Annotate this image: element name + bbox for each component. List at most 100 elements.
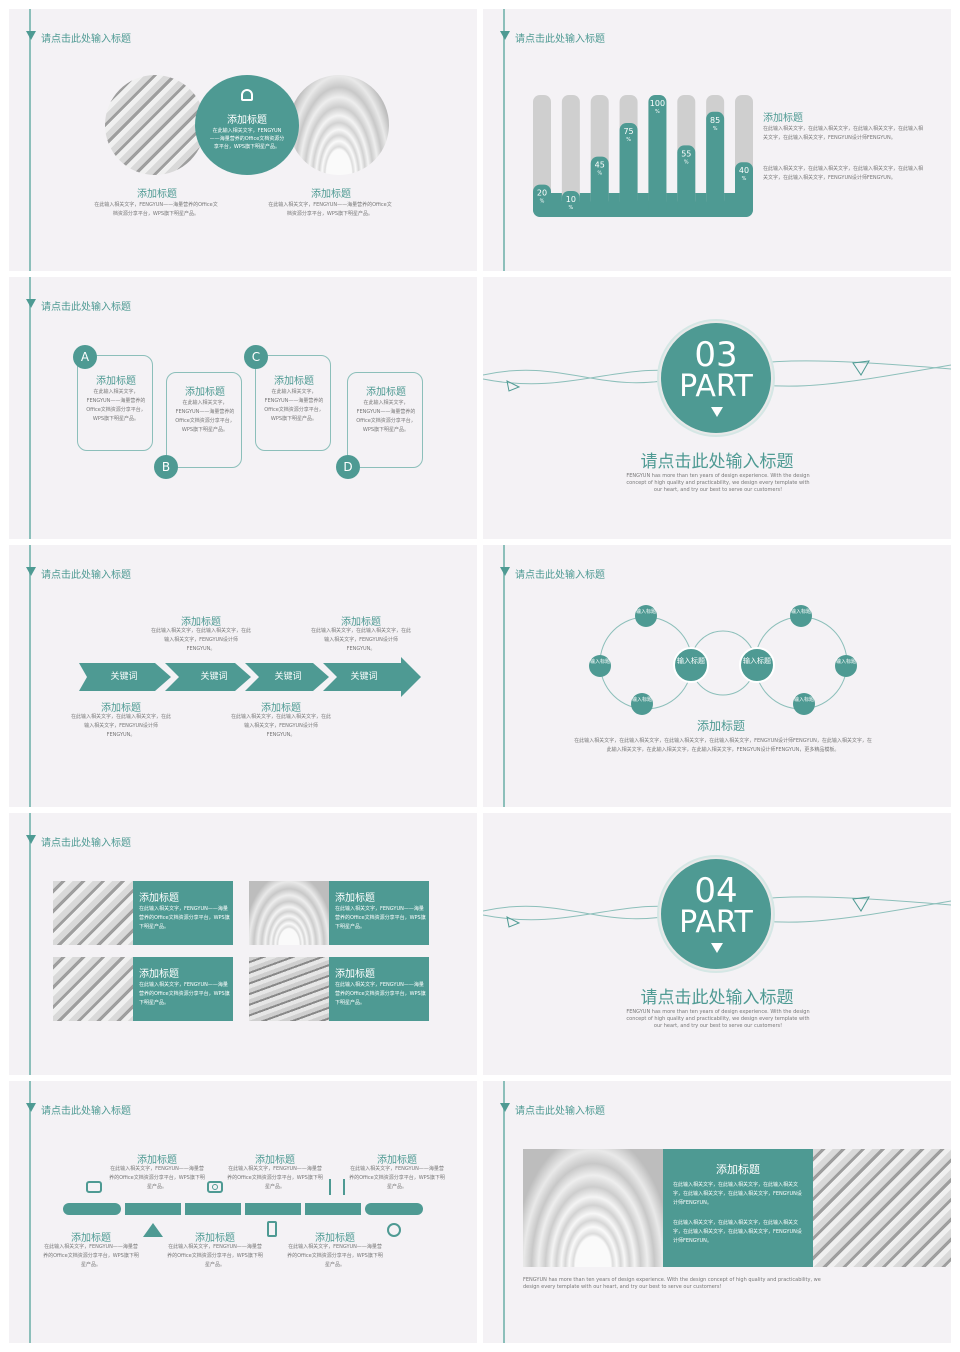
grid-card-1-text: 在此输入相关文字，FENGYUN——海量营养的Office文档资源分享平台，WP… — [139, 906, 230, 930]
slide-9[interactable]: 请点击此处输入标题 添加标题 在此输入相关文字，FENGYUN——海量营养的Of… — [9, 1081, 477, 1343]
part-number: 03 — [694, 335, 738, 375]
slide-1[interactable]: 请点击此处输入标题 添加标题 在此输入相关文字，FENGYUN——海量营养的Of… — [9, 9, 477, 271]
letter-badge-a: A — [73, 345, 97, 369]
decor-line — [29, 1081, 31, 1343]
timeline-bottom-title-3: 添加标题 — [315, 1233, 355, 1244]
timeline-bottom-title-1: 添加标题 — [71, 1233, 111, 1244]
target-icon — [387, 1223, 401, 1237]
timeline-bottom-text-2: 在此输入相关文字，FENGYUN——海量营养的Office文档资源分享平台，WP… — [167, 1244, 263, 1268]
keyword-2: 关键词 — [200, 672, 228, 682]
part-title: 请点击此处输入标题 — [640, 988, 794, 1008]
bar-value-label: 20 — [537, 189, 547, 198]
grid-photo-4 — [249, 957, 329, 1021]
bar-unit-label: % — [626, 137, 631, 143]
header-triangle-icon — [26, 299, 36, 308]
part-title: 请点击此处输入标题 — [640, 452, 794, 472]
timeline-top-text-3: 在此输入相关文字，FENGYUN——海量营养的Office文档资源分享平台，WP… — [349, 1166, 445, 1190]
arrow-top-text-2: 在此输入相关文字，在此输入相关文字，在此输入相关文字，FENGYUN设计师FEN… — [311, 628, 412, 652]
chart-side-text-2: 在此输入相关文字，在此输入相关文字，在此输入相关文字，在此输入相关文字，在此输入… — [763, 166, 924, 181]
letter-badge-d: D — [336, 455, 360, 479]
banner-text-2: 在此输入相关文字，在此输入相关文字，在此输入相关文字，在此输入相关文字，在此输入… — [673, 1220, 802, 1244]
decor-line — [29, 277, 31, 539]
timeline-top-title-1: 添加标题 — [137, 1155, 177, 1166]
chart-base-band — [533, 193, 753, 217]
bar-value-label: 40 — [739, 166, 749, 175]
timeline-bottom-text-3: 在此输入相关文字，FENGYUN——海量营养的Office文档资源分享平台，WP… — [287, 1244, 383, 1268]
slide-header: 请点击此处输入标题 — [515, 570, 605, 581]
paper-plane-icon — [506, 380, 521, 392]
slide-header: 请点击此处输入标题 — [515, 1106, 605, 1117]
center-teal-circle: 添加标题 在此输入相关文字，FENGYUN——海量营养的Office文档资源分享… — [195, 75, 299, 175]
bar — [706, 111, 725, 217]
part-circle: 03 PART — [659, 321, 773, 435]
slide-4[interactable]: 03 PART 请点击此处输入标题 FENGYUN has more than … — [483, 277, 951, 539]
card-c-text: 在此输入相关文字，FENGYUN——海量营养的Office文档资源分享平台，WP… — [264, 389, 324, 422]
decor-line — [29, 9, 31, 271]
keyword-arrows — [79, 657, 421, 697]
bar-value-label: 45 — [595, 161, 605, 170]
big-node-2: 输入标题 — [739, 647, 775, 683]
chart-side-title: 添加标题 — [763, 113, 803, 124]
photo-circle-right — [289, 75, 389, 175]
header-triangle-icon — [26, 835, 36, 844]
bar — [619, 123, 638, 217]
card-b-text: 在此输入相关文字，FENGYUN——海量营养的Office文档资源分享平台，WP… — [175, 400, 235, 433]
card-c: 添加标题 在此输入相关文字，FENGYUN——海量营养的Office文档资源分享… — [255, 355, 331, 451]
small-node-6: 输入标题 — [793, 693, 815, 715]
bar — [533, 184, 551, 217]
bar — [590, 156, 609, 217]
slide-5[interactable]: 请点击此处输入标题 添加标题 在此输入相关文字，在此输入相关文字，在此输入相关文… — [9, 545, 477, 807]
bar-value-label: 100 — [650, 99, 665, 108]
slide-header: 请点击此处输入标题 — [41, 34, 131, 45]
banner-card: 添加标题 在此输入相关文字，在此输入相关文字，在此输入相关文字，在此输入相关文字… — [663, 1149, 813, 1267]
slide-8[interactable]: 04 PART 请点击此处输入标题 FENGYUN has more than … — [483, 813, 951, 1075]
loop-lines — [599, 616, 848, 710]
grid-card-4-title: 添加标题 — [335, 969, 375, 980]
slide-2[interactable]: 请点击此处输入标题 20%10%45%75%100%55%85%40% 添加标题… — [483, 9, 951, 271]
small-node-1: 输入标题 — [635, 605, 657, 627]
center-title: 添加标题 — [227, 115, 267, 126]
arrow-bottom-text-2: 在此输入相关文字，在此输入相关文字，在此输入相关文字，FENGYUN设计师FEN… — [231, 714, 332, 738]
slide-6[interactable]: 请点击此处输入标题 输入标题 输入标题 输入标题 输入标题 输入标题 输入标题 … — [483, 545, 951, 807]
decor-line — [29, 545, 31, 807]
header-triangle-icon — [26, 567, 36, 576]
lock-icon — [241, 89, 253, 101]
grid-card-4: 添加标题 在此输入相关文字，FENGYUN——海量营养的Office文档资源分享… — [329, 957, 429, 1021]
bar — [561, 191, 580, 217]
bar-unit-label: % — [684, 159, 689, 165]
grid-card-2: 添加标题 在此输入相关文字，FENGYUN——海量营养的Office文档资源分享… — [329, 881, 429, 945]
bar-unit-label: % — [540, 199, 545, 205]
timeline-top-title-3: 添加标题 — [377, 1155, 417, 1166]
decor-line — [29, 813, 31, 1075]
part-circle: 04 PART — [659, 857, 773, 971]
slide-3[interactable]: 请点击此处输入标题 添加标题 在此输入相关文字，FENGYUN——海量营养的Of… — [9, 277, 477, 539]
arrow-top-title-1: 添加标题 — [181, 617, 221, 628]
header-triangle-icon — [26, 1103, 36, 1112]
banner-footer-text: FENGYUN has more than ten years of desig… — [523, 1277, 821, 1290]
timeline-bottom-title-2: 添加标题 — [195, 1233, 235, 1244]
right-title: 添加标题 — [311, 189, 351, 200]
bar-unit-label: % — [742, 176, 747, 182]
slide-7[interactable]: 请点击此处输入标题 添加标题 在此输入相关文字，FENGYUN——海量营养的Of… — [9, 813, 477, 1075]
center-text: 在此输入相关文字，FENGYUN——海量营养的Office文档资源分享平台，WP… — [209, 128, 285, 150]
slide-header: 请点击此处输入标题 — [41, 838, 131, 849]
banner-photo-right — [813, 1149, 951, 1267]
left-text: 在此输入相关文字，FENGYUN——海量营养的Office文档资源分享平台，WP… — [94, 202, 218, 217]
loop-text: 在此输入相关文字，在此输入相关文字，在此输入相关文字，在此输入相关文字，FENG… — [574, 738, 872, 753]
bar-track — [533, 95, 551, 207]
small-node-2: 输入标题 — [589, 655, 611, 677]
timeline-bottom-text-1: 在此输入相关文字，FENGYUN——海量营养的Office文档资源分享平台，WP… — [43, 1244, 139, 1268]
photo-circle-left — [105, 75, 205, 175]
slide-header: 请点击此处输入标题 — [41, 570, 131, 581]
card-d-title: 添加标题 — [366, 387, 406, 398]
slide-10[interactable]: 请点击此处输入标题 添加标题 在此输入相关文字，在此输入相关文字，在此输入相关文… — [483, 1081, 951, 1343]
part-text: FENGYUN has more than ten years of desig… — [626, 1009, 810, 1029]
arrow-top-text-1: 在此输入相关文字，在此输入相关文字，在此输入相关文字，FENGYUN设计师FEN… — [151, 628, 252, 652]
bar-unit-label: % — [597, 171, 602, 177]
grid-photo-1 — [53, 881, 133, 945]
keyword-4: 关键词 — [350, 672, 378, 682]
card-b-title: 添加标题 — [185, 387, 225, 398]
banner-title: 添加标题 — [716, 1163, 760, 1176]
card-a-title: 添加标题 — [96, 376, 136, 387]
timeline-bar — [63, 1203, 423, 1215]
